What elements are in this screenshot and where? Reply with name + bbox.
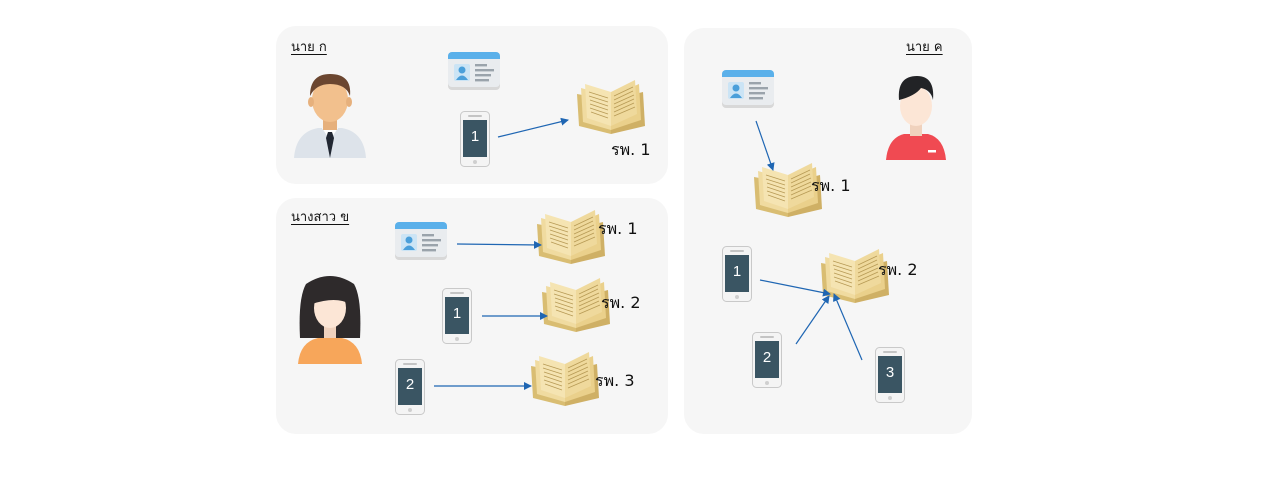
hospital-label: รพ. 1 bbox=[611, 140, 651, 159]
hospital-label: รพ. 3 bbox=[595, 371, 635, 390]
id-card-icon bbox=[395, 222, 447, 260]
panel-title-mr-kh: นาย ค bbox=[906, 40, 943, 55]
smartphone-icon: 1 bbox=[722, 246, 752, 302]
ledger-book-icon bbox=[527, 352, 601, 408]
hospital-label: รพ. 2 bbox=[601, 293, 641, 312]
smartphone-icon: 3 bbox=[875, 347, 905, 403]
phone-number: 1 bbox=[470, 128, 480, 145]
man-shirt-tie-icon bbox=[292, 70, 368, 162]
woman-icon bbox=[292, 272, 368, 364]
smartphone-icon: 2 bbox=[752, 332, 782, 388]
id-card-icon bbox=[722, 70, 774, 108]
phone-number: 1 bbox=[732, 263, 742, 280]
smartphone-icon: 1 bbox=[442, 288, 472, 344]
panel-title-ms-kh: นางสาว ข bbox=[291, 210, 350, 225]
phone-number: 2 bbox=[762, 349, 772, 366]
hospital-label: รพ. 1 bbox=[811, 176, 851, 195]
ledger-book-icon bbox=[573, 80, 647, 136]
man-red-shirt-icon bbox=[878, 72, 954, 162]
smartphone-icon: 1 bbox=[460, 111, 490, 167]
id-card-icon bbox=[448, 52, 500, 90]
hospital-label: รพ. 2 bbox=[878, 260, 918, 279]
panel-title-mr-k: นาย ก bbox=[291, 40, 327, 55]
hospital-label: รพ. 1 bbox=[598, 219, 638, 238]
phone-number: 2 bbox=[405, 376, 415, 393]
phone-number: 3 bbox=[885, 364, 895, 381]
smartphone-icon: 2 bbox=[395, 359, 425, 415]
phone-number: 1 bbox=[452, 305, 462, 322]
ledger-book-icon bbox=[533, 210, 607, 266]
